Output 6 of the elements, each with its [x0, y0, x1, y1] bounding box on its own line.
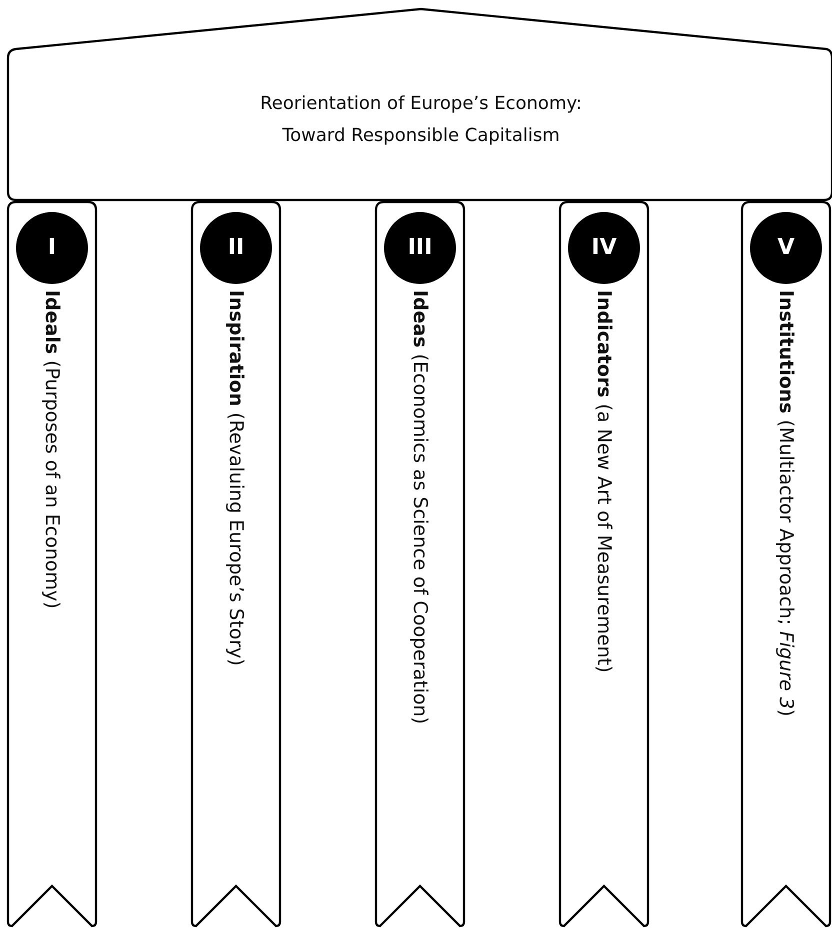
pillar-label: Ideas (Economics as Science of Cooperation) — [408, 290, 432, 726]
pillar-label: Inspiration (Revaluing Europe’s Story) — [224, 290, 248, 668]
pillar-label: Indicators (a New Art of Measurement) — [592, 290, 616, 675]
roof-title: Reorientation of Europe’s Economy: Toward Responsible Capitalism — [259, 92, 583, 148]
pillar-label: Ideals (Purposes of an Economy) — [40, 290, 64, 611]
pillar-label: Institutions (Multiactor Approach; Figure 3) — [774, 290, 798, 719]
